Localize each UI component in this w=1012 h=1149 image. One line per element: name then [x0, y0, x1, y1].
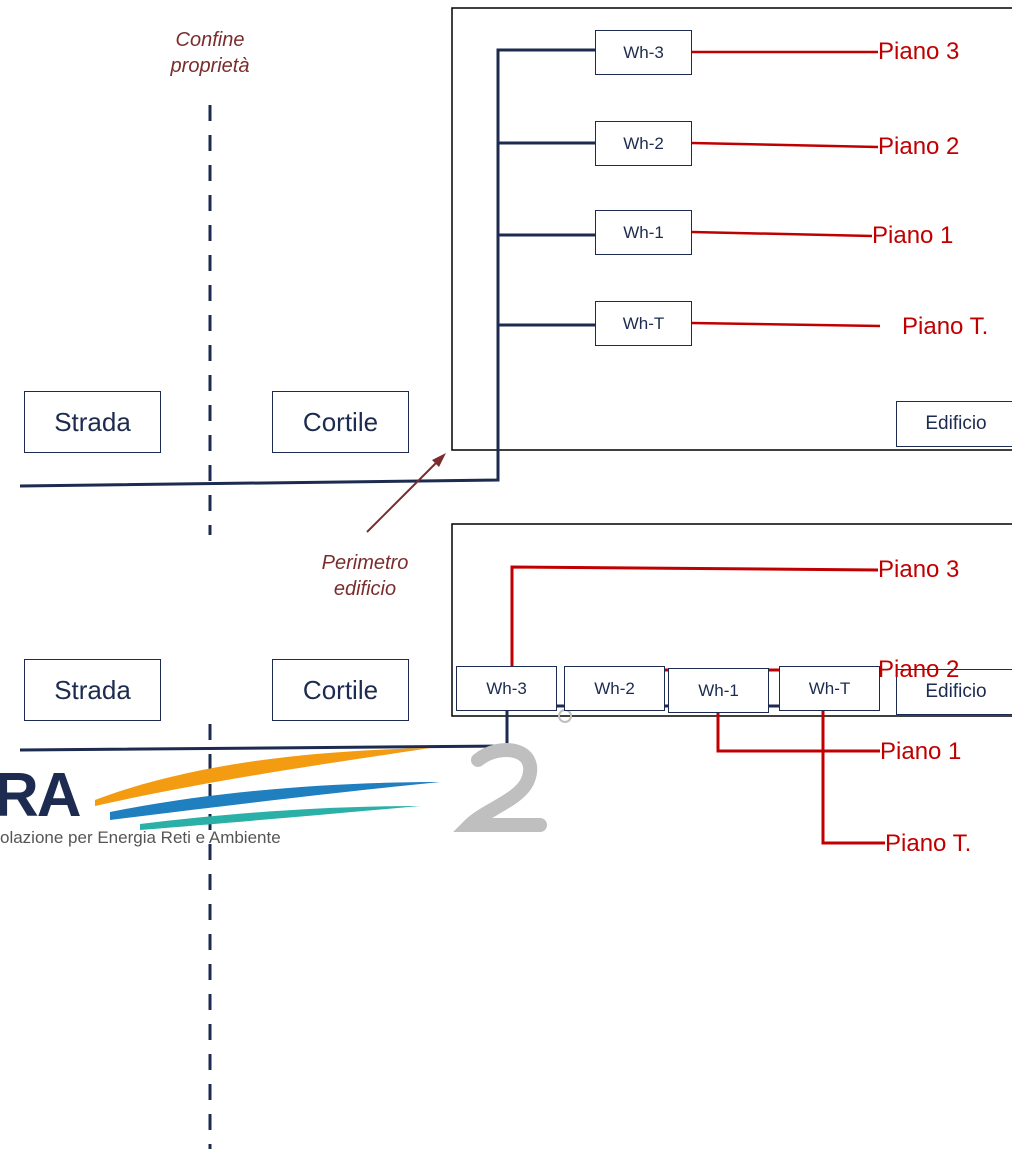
arera-logo-letters: RA: [0, 761, 82, 830]
floor-riser-t-bottom: [821, 690, 885, 845]
floor-line-1-top: [691, 230, 873, 238]
meter-wh2-top: Wh-2: [595, 121, 692, 166]
floor-label-3-top: Piano 3: [878, 38, 960, 65]
floor-label-2-bottom: Piano 2: [878, 656, 960, 683]
perimeter-label-line2: edificio: [333, 578, 397, 600]
courtyard-box-bottom: Cortile: [272, 659, 409, 721]
street-box-top: Strada: [24, 391, 161, 453]
floor-line-2-top: [691, 141, 879, 149]
perimeter-arrowhead: [432, 453, 446, 467]
meter-wh3-top: Wh-3: [595, 30, 692, 75]
perimeter-label-line1: Perimetro: [321, 552, 409, 574]
building-outline-top: [451, 7, 1012, 451]
property-boundary-label-line2: proprietà: [170, 55, 250, 77]
courtyard-box-top: Cortile: [272, 391, 409, 453]
meter-wh2-bottom: Wh-2: [564, 666, 665, 711]
floor-label-t-bottom: Piano T.: [885, 830, 972, 857]
floor-label-1-top: Piano 1: [872, 222, 954, 249]
anniversary-2-glyph: [453, 743, 547, 832]
building-outline-bottom: [451, 523, 1012, 717]
arera-logo-tagline: olazione per Energia Reti e Ambiente: [0, 828, 281, 847]
meter-wh1-bottom: Wh-1: [668, 668, 769, 713]
meter-wht-top: Wh-T: [595, 301, 692, 346]
floor-line-t-top: [691, 321, 881, 328]
logo-swoosh-teal: [140, 806, 420, 830]
meter-wh3-bottom: Wh-3: [456, 666, 557, 711]
building-label-bottom: Edificio: [896, 669, 1012, 715]
property-boundary-label: Confine proprietà: [150, 27, 270, 79]
meter-wh1-top: Wh-1: [595, 210, 692, 255]
street-box-bottom: Strada: [24, 659, 161, 721]
building-label-top: Edificio: [896, 401, 1012, 447]
property-boundary-label-line1: Confine: [175, 29, 245, 51]
perimeter-arrow: [366, 461, 438, 533]
floor-label-t-top: Piano T.: [902, 313, 989, 340]
floor-riser-3-bottom: [510, 565, 879, 690]
logo-swoosh-blue: [110, 782, 440, 820]
floor-label-2-top: Piano 2: [878, 133, 960, 160]
supply-line-top: [19, 48, 595, 488]
floor-label-1-bottom: Piano 1: [880, 738, 962, 765]
floor-label-3-bottom: Piano 3: [878, 556, 960, 583]
perimeter-label: Perimetro edificio: [300, 550, 430, 602]
meter-wht-bottom: Wh-T: [779, 666, 880, 711]
